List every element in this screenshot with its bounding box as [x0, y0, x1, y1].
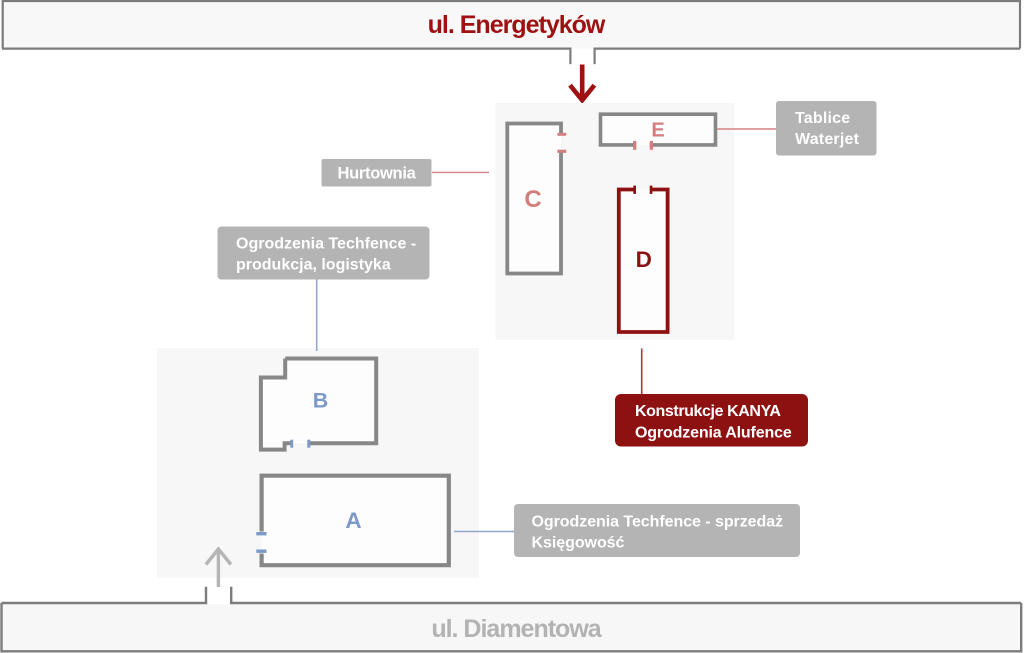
svg-text:ul. Diamentowa: ul. Diamentowa [431, 615, 602, 643]
svg-text:Księgowość: Księgowość [532, 535, 625, 552]
svg-text:A: A [345, 508, 361, 533]
svg-text:ul. Energetyków: ul. Energetyków [428, 11, 606, 39]
svg-text:Ogrodzenia Techfence - sprzeda: Ogrodzenia Techfence - sprzedaż [532, 514, 784, 531]
svg-text:C: C [524, 186, 541, 213]
svg-text:B: B [313, 389, 329, 413]
svg-text:Ogrodzenia Alufence: Ogrodzenia Alufence [635, 425, 792, 442]
svg-text:E: E [651, 120, 664, 142]
svg-text:Waterjet: Waterjet [795, 131, 860, 148]
svg-text:Tablice: Tablice [795, 110, 850, 127]
svg-text:D: D [636, 247, 652, 272]
svg-text:Konstrukcje KANYA: Konstrukcje KANYA [635, 403, 781, 420]
svg-text:produkcja, logistyka: produkcja, logistyka [236, 257, 391, 274]
svg-text:Ogrodzenia Techfence -: Ogrodzenia Techfence - [236, 236, 416, 253]
svg-text:Hurtownia: Hurtownia [338, 165, 417, 183]
